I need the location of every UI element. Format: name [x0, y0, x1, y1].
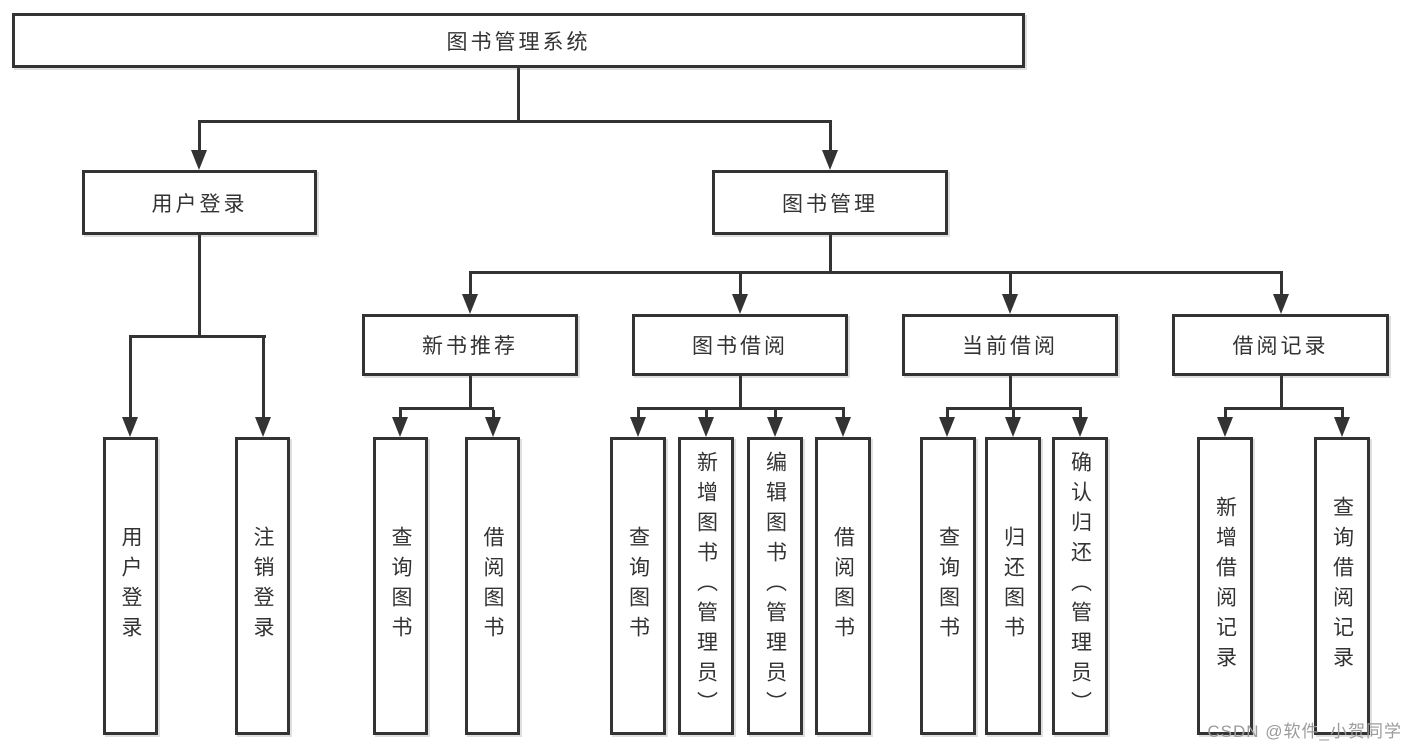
connector-root-stem: [517, 68, 520, 123]
connector-stem-confirm-return: [1079, 410, 1082, 417]
node-edit-book-admin: 编辑图书（管理员）: [747, 437, 803, 735]
node-query-books-recommend: 查询图书: [373, 437, 428, 735]
connector-borrow-stem: [739, 376, 742, 410]
arrow-to-query-recommend: [392, 417, 408, 437]
connector-stem-borrow-recommend: [492, 410, 495, 417]
node-user-login: 用户登录: [103, 437, 158, 735]
node-book-borrow: 图书借阅: [632, 314, 848, 376]
connector-stem-borrow: [739, 274, 742, 294]
connector-stem-add-record: [1224, 410, 1227, 417]
arrow-to-borrow-book: [835, 417, 851, 437]
connector-root-bus: [198, 120, 832, 123]
arrow-to-current: [1002, 294, 1018, 314]
arrow-to-add-record: [1217, 417, 1233, 437]
node-root-system: 图书管理系统: [12, 13, 1025, 68]
arrow-to-add-book: [698, 417, 714, 437]
connector-stem-query-record: [1341, 410, 1344, 417]
connector-stem-add-book: [705, 410, 708, 417]
arrow-to-records: [1273, 294, 1289, 314]
connector-book-mgmt-bus: [469, 271, 1283, 274]
node-return-book: 归还图书: [985, 437, 1041, 735]
connector-current-stem: [1009, 376, 1012, 410]
arrow-to-login-leaf: [122, 417, 138, 437]
node-new-book-recommend: 新书推荐: [362, 314, 578, 376]
node-borrow-books-recommend: 借阅图书: [465, 437, 520, 735]
connector-records-stem: [1280, 376, 1283, 410]
arrow-to-query-record: [1334, 417, 1350, 437]
connector-stem-borrow-book: [842, 410, 845, 417]
node-book-management-module: 图书管理: [712, 170, 948, 235]
node-user-login-module: 用户登录: [82, 170, 317, 235]
connector-stem-user-login: [198, 123, 201, 150]
arrow-to-borrow: [732, 294, 748, 314]
node-add-book-admin: 新增图书（管理员）: [678, 437, 734, 735]
node-current-borrow: 当前借阅: [902, 314, 1118, 376]
node-borrow-records: 借阅记录: [1172, 314, 1389, 376]
connector-stem-current: [1009, 274, 1012, 294]
connector-stem-query-recommend: [399, 410, 402, 417]
arrow-to-query-borrow: [630, 417, 646, 437]
connector-records-bus: [1224, 407, 1344, 410]
arrow-to-borrow-recommend: [485, 417, 501, 437]
node-query-books-current: 查询图书: [920, 437, 976, 735]
connector-current-bus: [946, 407, 1082, 410]
connector-stem-return-book: [1012, 410, 1015, 417]
node-confirm-return-admin: 确认归还（管理员）: [1052, 437, 1108, 735]
arrow-to-user-login: [191, 150, 207, 170]
node-borrow-book: 借阅图书: [815, 437, 871, 735]
connector-borrow-bus: [637, 407, 845, 410]
connector-book-mgmt-stem: [829, 235, 832, 274]
node-query-borrow-record: 查询借阅记录: [1314, 437, 1370, 735]
connector-stem-edit-book: [774, 410, 777, 417]
csdn-watermark: CSDN @软件_小贺同学: [1207, 722, 1402, 741]
connector-stem-new-book: [469, 274, 472, 294]
connector-stem-logout-leaf: [262, 338, 265, 417]
connector-new-book-stem: [469, 376, 472, 410]
connector-stem-records: [1280, 274, 1283, 294]
arrow-to-confirm-return: [1072, 417, 1088, 437]
connector-stem-book-mgmt: [829, 123, 832, 150]
connector-stem-login-leaf: [129, 338, 132, 417]
arrow-to-return-book: [1005, 417, 1021, 437]
connector-stem-query-current: [946, 410, 949, 417]
arrow-to-query-current: [939, 417, 955, 437]
connector-stem-query-borrow: [637, 410, 640, 417]
arrow-to-logout-leaf: [255, 417, 271, 437]
arrow-to-new-book: [462, 294, 478, 314]
connector-new-book-bus: [399, 407, 494, 410]
node-add-borrow-record: 新增借阅记录: [1197, 437, 1253, 735]
arrow-to-edit-book: [767, 417, 783, 437]
node-query-books-borrow: 查询图书: [610, 437, 666, 735]
node-logout: 注销登录: [235, 437, 290, 735]
connector-user-login-stem: [198, 235, 201, 338]
connector-user-login-bus: [129, 335, 266, 338]
arrow-to-book-mgmt: [822, 150, 838, 170]
